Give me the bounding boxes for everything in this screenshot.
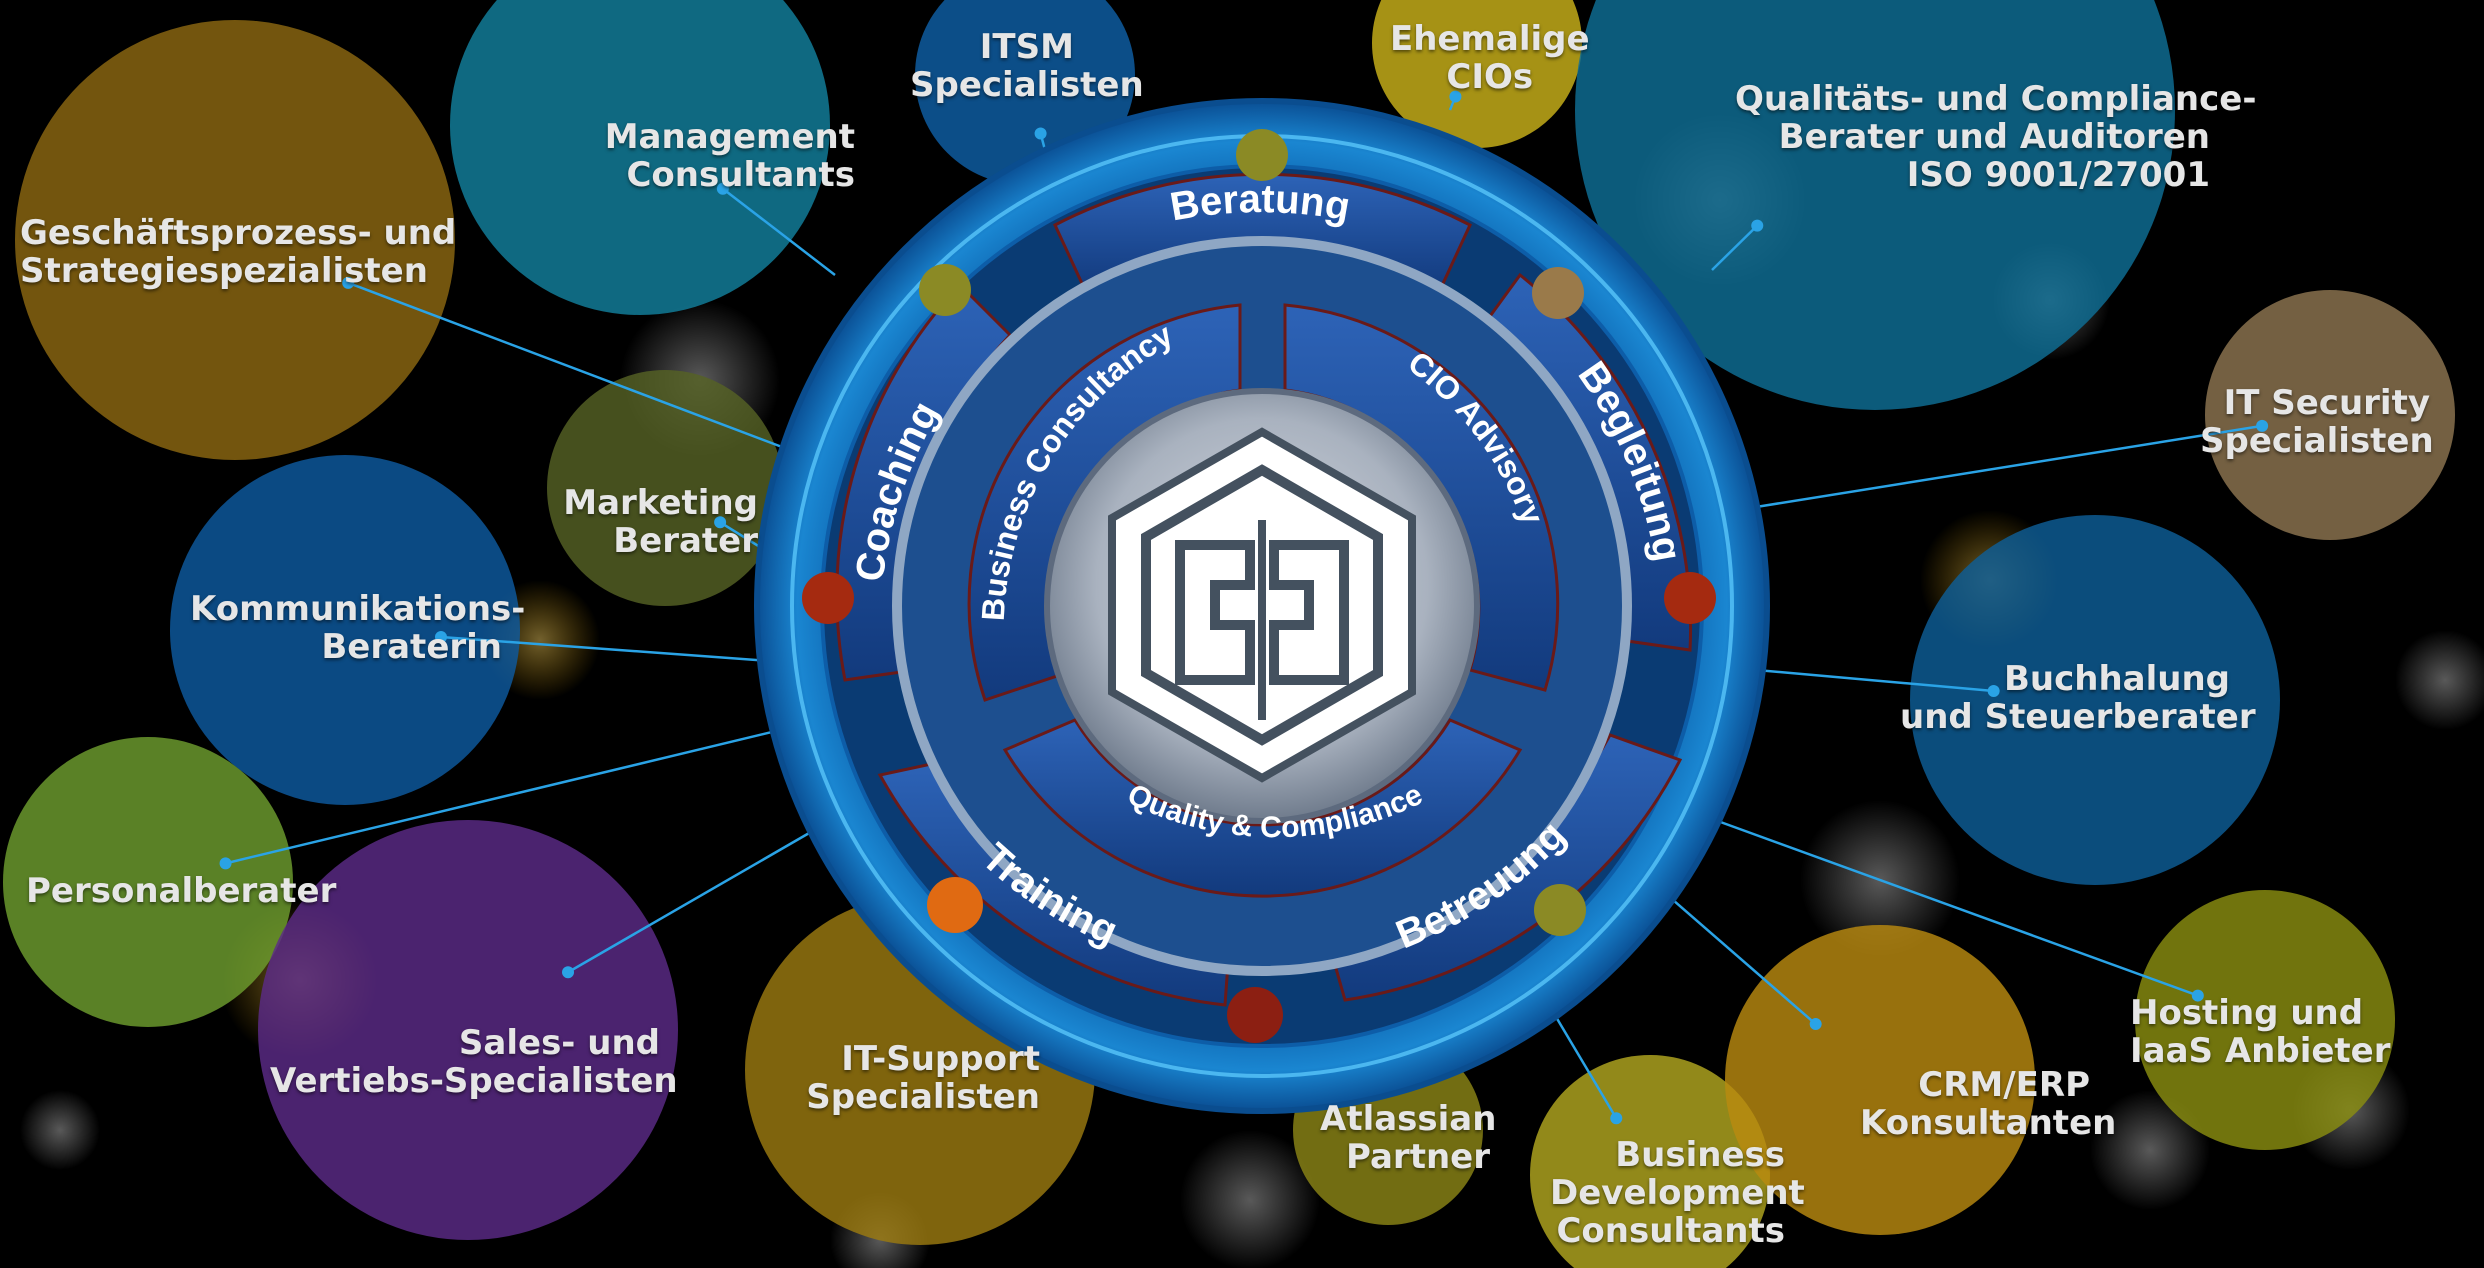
segment-dot (1236, 129, 1288, 181)
connector-dot-it-security (2256, 419, 2269, 432)
role-circle-qualitaets-berater (1575, 0, 2175, 410)
connector-line-qualitaets-berater (1711, 224, 1759, 271)
connector-lines (219, 90, 2269, 1125)
bokeh-light (2090, 1090, 2210, 1210)
connector-line-crm-erp (1649, 879, 1817, 1026)
segment-dot (1532, 267, 1584, 319)
connector-dot-marketing-berater (714, 516, 727, 529)
connector-dot-business-development (1610, 1112, 1623, 1125)
role-circle-kommunikationsberaterin (170, 455, 520, 805)
role-circle-ehemalige-cios (1372, 0, 1582, 148)
bokeh-light (20, 1090, 100, 1170)
bokeh-light (1180, 1130, 1320, 1268)
connector-dot-sales (562, 966, 575, 979)
segment-dot (1227, 987, 1283, 1043)
connector-dot-personalberater (219, 857, 232, 870)
connector-dot-itsm (1034, 127, 1047, 140)
role-label-qualitaets-berater: Qualitäts- und Compliance-Berater und Au… (1735, 79, 2257, 195)
bokeh-light (2395, 630, 2484, 730)
segment-dot (802, 572, 854, 624)
service-wheel: Beratung Begleitung Betreuung Training C… (754, 98, 1770, 1114)
connector-line-management-consultants (722, 187, 836, 276)
role-circle-marketing-berater (547, 370, 783, 606)
cw-hexagon-logo-icon (1108, 427, 1416, 783)
outer-label-beratung: Beratung (1167, 177, 1353, 230)
connector-dot-kommunikationsberaterin (434, 630, 447, 643)
segment-quality-compliance (1002, 718, 1523, 898)
segment-dot (1664, 572, 1716, 624)
role-circle-management-consultants (450, 0, 830, 315)
segment-dot (1534, 884, 1586, 936)
connector-line-geschaeftsprozess (347, 281, 791, 452)
segment-dot (919, 264, 971, 316)
role-circle-sales (258, 820, 678, 1240)
segment-dot (927, 877, 983, 933)
connector-dot-crm-erp (1809, 1018, 1822, 1031)
role-circle-buchhaltung (1910, 515, 2280, 885)
role-circle-it-security (2205, 290, 2455, 540)
svg-text:Beratung: Beratung (1167, 177, 1353, 230)
connector-dot-ehemalige-cios (1449, 90, 1462, 103)
role-circle-personalberater (3, 737, 293, 1027)
connector-dot-hosting (2191, 989, 2204, 1002)
connector-line-it-security (1674, 424, 2263, 522)
role-label-personalberater: Personalberater (26, 871, 337, 911)
connector-dot-qualitaets-berater (1751, 219, 1764, 232)
role-label-kommunikationsberaterin: Kommunikations-Beraterin (190, 589, 526, 667)
connector-line-hosting (1659, 798, 2199, 997)
role-circle-crm-erp (1725, 925, 2035, 1235)
role-circle-business-development (1530, 1055, 1770, 1268)
role-circle-hosting (2135, 890, 2395, 1150)
connector-dot-geschaeftsprozess (342, 276, 355, 289)
connector-dot-management-consultants (716, 182, 729, 195)
role-circle-geschaeftsprozess (15, 20, 455, 460)
connector-dot-buchhaltung (1987, 685, 2000, 698)
